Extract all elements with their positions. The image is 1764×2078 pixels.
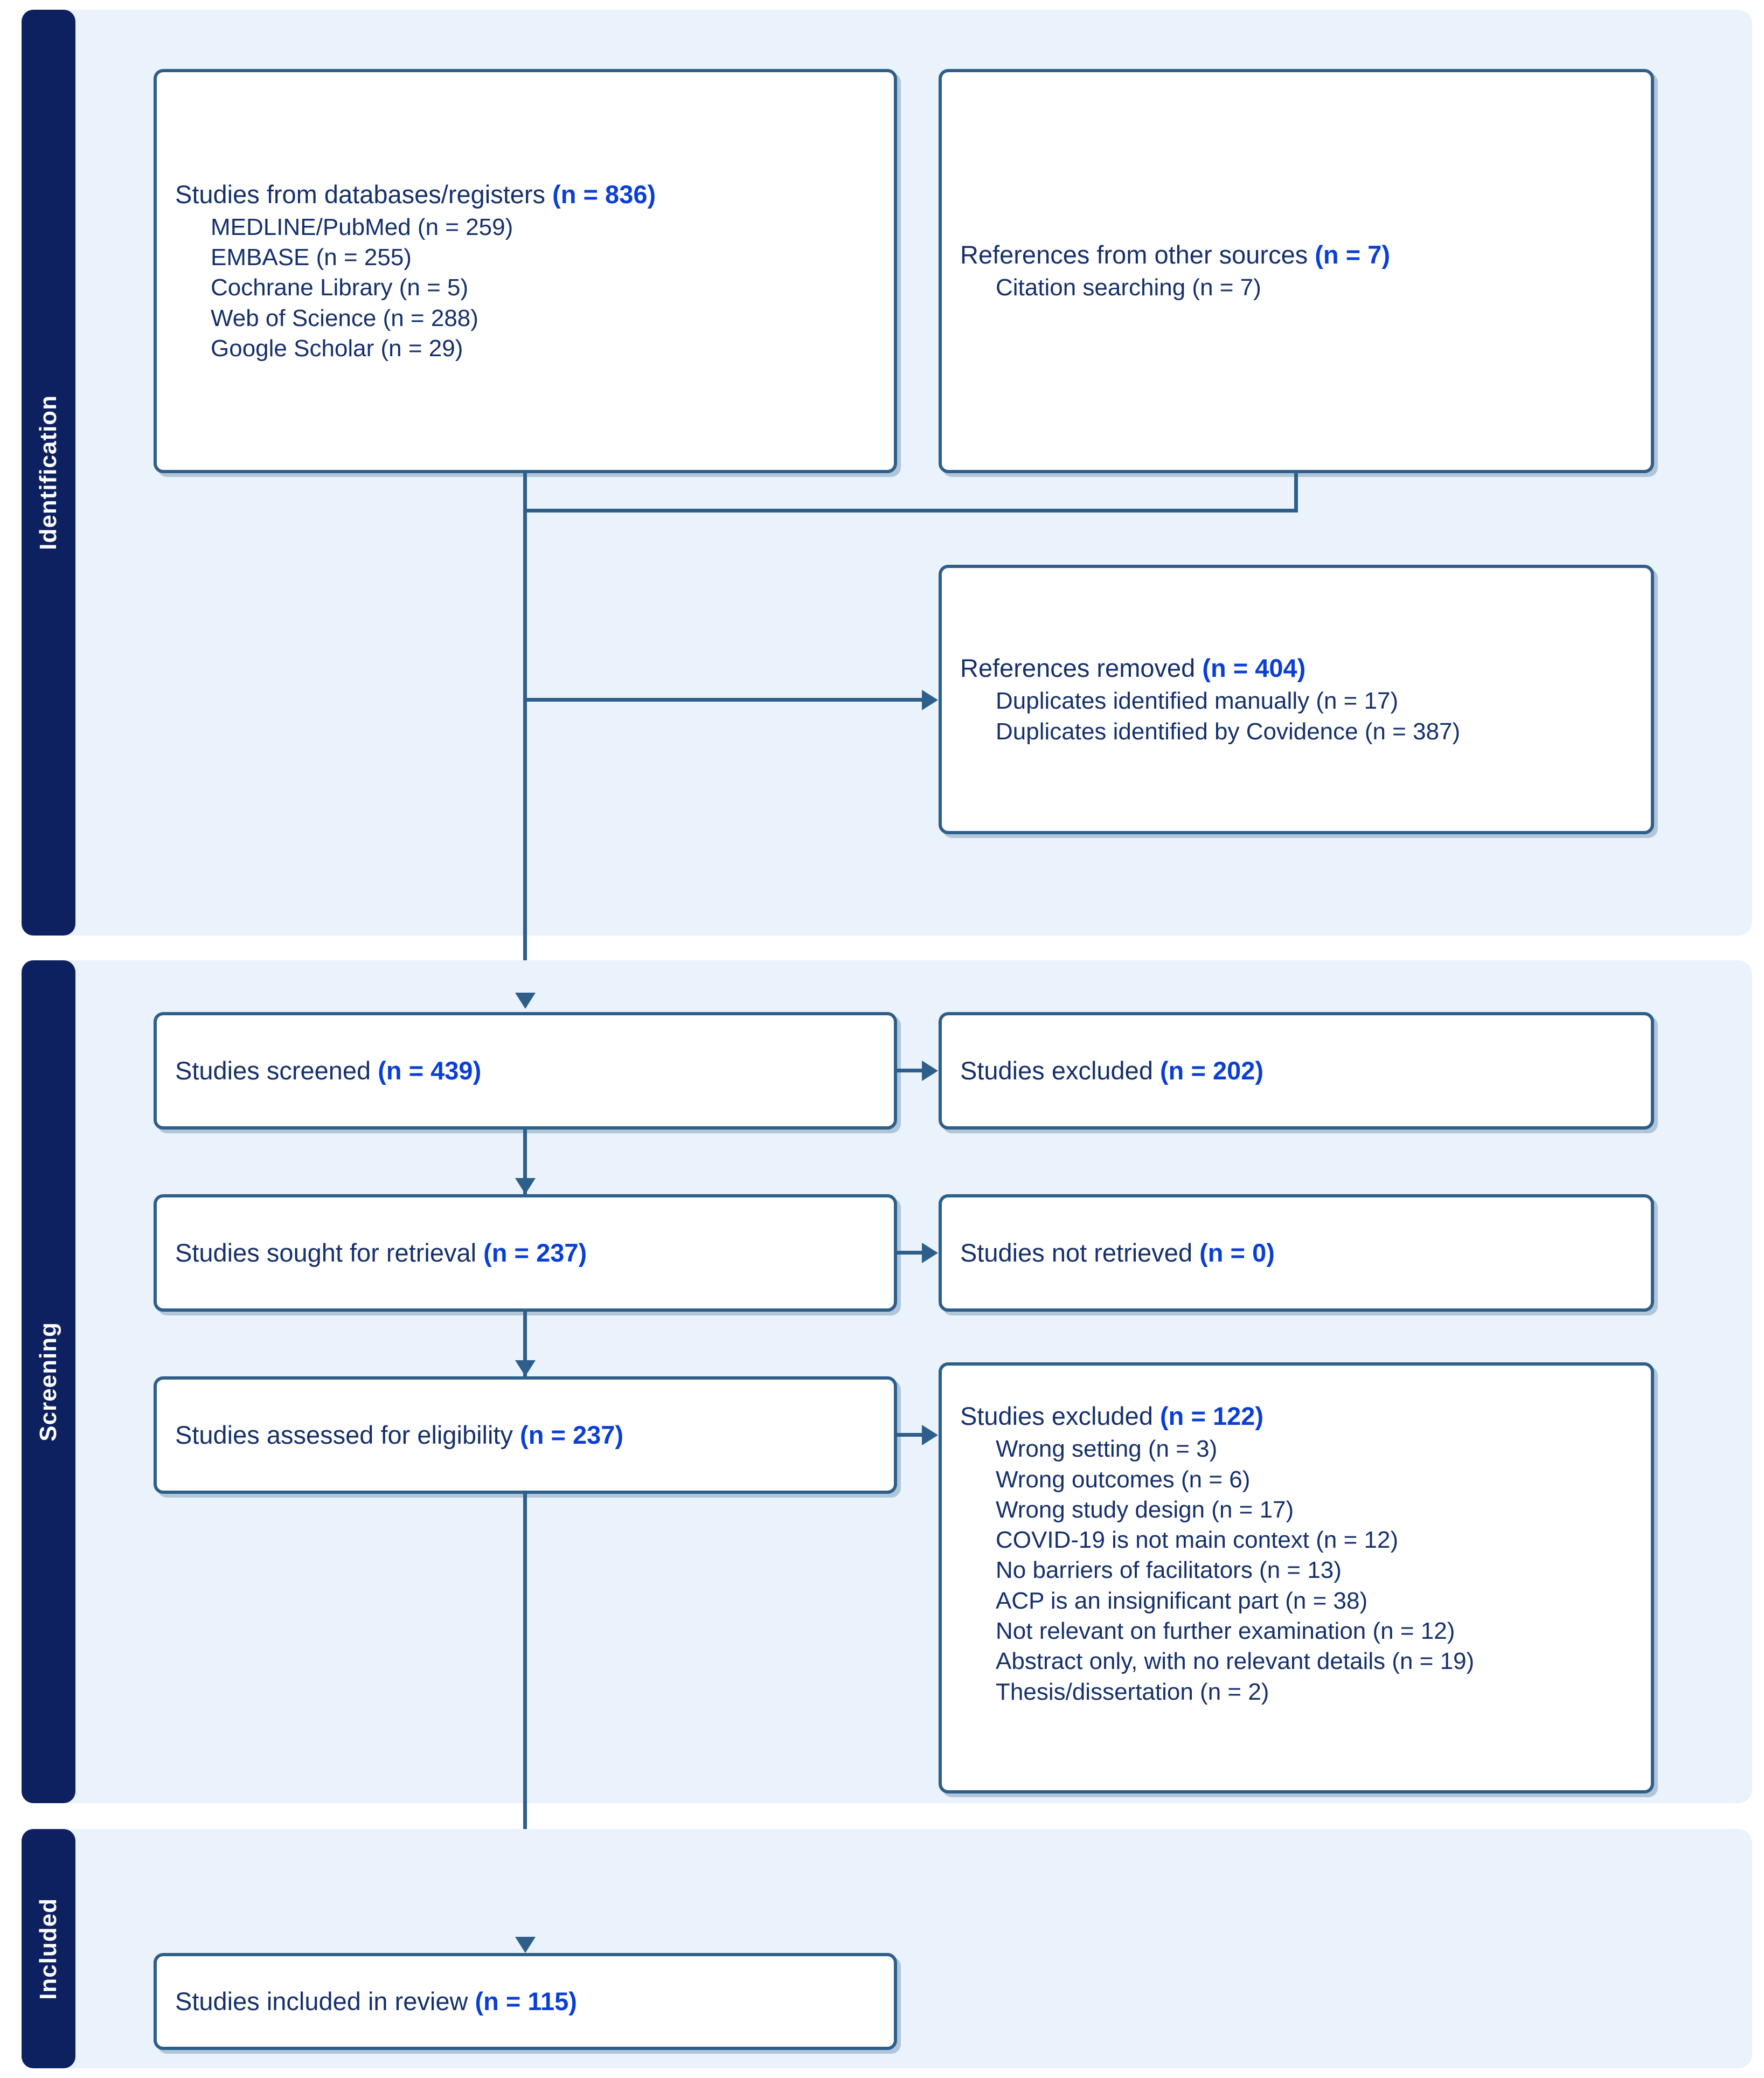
list-item: ACP is an insignificant part (n = 38) xyxy=(996,1587,1368,1614)
list-item: Google Scholar (n = 29) xyxy=(211,335,463,362)
connector-databases-down xyxy=(523,473,527,509)
list-item: No barriers of facilitators (n = 13) xyxy=(996,1557,1342,1584)
node-studies-screened[interactable]: Studies screened (n = 439) xyxy=(154,1012,897,1130)
arrowhead-screened-to-excluded-icon xyxy=(922,1061,938,1081)
list-item: Wrong setting (n = 3) xyxy=(996,1436,1218,1463)
node-studies-sought-count: (n = 237) xyxy=(483,1238,587,1267)
node-studies-excluded-eligibility-count: (n = 122) xyxy=(1160,1402,1264,1430)
node-studies-included-title: Studies included in review (n = 115) xyxy=(175,1985,876,2017)
arrowhead-to-screened-icon xyxy=(515,993,536,1009)
node-other-sources-count: (n = 7) xyxy=(1315,240,1390,269)
node-studies-assessed-count: (n = 237) xyxy=(520,1421,624,1450)
list-item: Thesis/dissertation (n = 2) xyxy=(996,1678,1269,1705)
connector-screened-to-sought xyxy=(523,1130,527,1194)
connector-other-sources-down xyxy=(1294,473,1298,509)
arrowhead-assessed-to-excluded-icon xyxy=(922,1425,938,1445)
phase-label-included: Included xyxy=(35,1897,61,2000)
phase-label-identification: Identification xyxy=(35,395,61,550)
phase-sidebar-screening: Screening xyxy=(22,960,75,1803)
node-references-removed-sublist: Duplicates identified manually (n = 17) … xyxy=(960,686,1633,747)
connector-screened-to-excluded xyxy=(897,1069,924,1072)
node-other-sources-title-text: References from other sources xyxy=(960,240,1308,269)
list-item: Web of Science (n = 288) xyxy=(211,304,478,331)
node-studies-not-retrieved-title-text: Studies not retrieved xyxy=(960,1238,1193,1267)
node-references-removed-title: References removed (n = 404) xyxy=(960,652,1633,684)
node-studies-excluded-screening-title-text: Studies excluded xyxy=(960,1056,1153,1085)
node-studies-excluded-screening[interactable]: Studies excluded (n = 202) xyxy=(939,1012,1654,1130)
list-item: Duplicates identified manually (n = 17) xyxy=(996,688,1399,715)
node-studies-included[interactable]: Studies included in review (n = 115) xyxy=(154,1953,897,2050)
node-studies-excluded-eligibility-sublist: Wrong setting (n = 3) Wrong outcomes (n … xyxy=(960,1434,1633,1707)
node-studies-screened-count: (n = 439) xyxy=(378,1056,482,1085)
node-studies-screened-title: Studies screened (n = 439) xyxy=(175,1055,876,1086)
arrowhead-to-included-icon xyxy=(515,1937,536,1953)
node-studies-assessed[interactable]: Studies assessed for eligibility (n = 23… xyxy=(154,1376,897,1494)
node-studies-excluded-eligibility-title: Studies excluded (n = 122) xyxy=(960,1400,1633,1432)
node-other-sources[interactable]: References from other sources (n = 7) Ci… xyxy=(939,69,1654,473)
node-studies-screened-title-text: Studies screened xyxy=(175,1056,371,1085)
node-databases-title-text: Studies from databases/registers xyxy=(175,179,546,209)
list-item: Citation searching (n = 7) xyxy=(996,274,1261,301)
node-references-removed[interactable]: References removed (n = 404) Duplicates … xyxy=(939,565,1654,834)
node-databases-registers[interactable]: Studies from databases/registers (n = 83… xyxy=(154,69,897,473)
connector-assessed-to-included xyxy=(523,1494,527,1953)
node-studies-sought-title: Studies sought for retrieval (n = 237) xyxy=(175,1237,876,1269)
node-other-sources-sublist: Citation searching (n = 7) xyxy=(960,273,1633,303)
node-studies-excluded-screening-title: Studies excluded (n = 202) xyxy=(960,1055,1633,1086)
node-other-sources-title: References from other sources (n = 7) xyxy=(960,239,1633,271)
node-databases-sublist: MEDLINE/PubMed (n = 259) EMBASE (n = 255… xyxy=(175,212,876,364)
list-item: Cochrane Library (n = 5) xyxy=(211,274,469,301)
node-studies-assessed-title: Studies assessed for eligibility (n = 23… xyxy=(175,1419,876,1451)
node-studies-included-title-text: Studies included in review xyxy=(175,1987,468,2016)
arrowhead-sought-to-not-retrieved-icon xyxy=(922,1243,938,1263)
node-studies-sought-title-text: Studies sought for retrieval xyxy=(175,1238,477,1267)
arrowhead-to-assessed-icon xyxy=(515,1360,536,1376)
connector-merge-bar xyxy=(523,509,1298,512)
phase-sidebar-identification: Identification xyxy=(22,10,75,936)
list-item: Not relevant on further examination (n =… xyxy=(996,1618,1455,1645)
node-studies-sought[interactable]: Studies sought for retrieval (n = 237) xyxy=(154,1194,897,1312)
node-databases-title: Studies from databases/registers (n = 83… xyxy=(175,178,876,210)
list-item: EMBASE (n = 255) xyxy=(211,244,412,271)
node-studies-not-retrieved-count: (n = 0) xyxy=(1199,1238,1275,1267)
arrowhead-to-removed-icon xyxy=(922,690,938,710)
node-studies-not-retrieved-title: Studies not retrieved (n = 0) xyxy=(960,1237,1633,1269)
phase-sidebar-included: Included xyxy=(22,1829,75,2068)
connector-sought-to-not-retrieved xyxy=(897,1251,924,1255)
connector-to-removed xyxy=(523,698,922,702)
node-studies-not-retrieved[interactable]: Studies not retrieved (n = 0) xyxy=(939,1194,1654,1312)
list-item: COVID-19 is not main context (n = 12) xyxy=(996,1527,1399,1554)
list-item: Wrong outcomes (n = 6) xyxy=(996,1466,1251,1493)
list-item: Wrong study design (n = 17) xyxy=(996,1496,1294,1523)
connector-main-spine-identification xyxy=(523,509,527,992)
phase-label-screening: Screening xyxy=(35,1322,61,1442)
node-references-removed-count: (n = 404) xyxy=(1202,654,1306,683)
node-studies-assessed-title-text: Studies assessed for eligibility xyxy=(175,1421,513,1450)
connector-sought-to-assessed xyxy=(523,1312,527,1376)
node-studies-excluded-screening-count: (n = 202) xyxy=(1160,1056,1264,1085)
list-item: Abstract only, with no relevant details … xyxy=(996,1648,1475,1675)
list-item: MEDLINE/PubMed (n = 259) xyxy=(211,213,513,240)
node-studies-excluded-eligibility[interactable]: Studies excluded (n = 122) Wrong setting… xyxy=(939,1362,1654,1793)
node-studies-included-count: (n = 115) xyxy=(475,1987,577,2016)
list-item: Duplicates identified by Covidence (n = … xyxy=(996,718,1461,745)
arrowhead-to-sought-icon xyxy=(515,1178,536,1194)
connector-assessed-to-excluded xyxy=(897,1433,924,1437)
node-references-removed-title-text: References removed xyxy=(960,654,1196,683)
node-studies-excluded-eligibility-title-text: Studies excluded xyxy=(960,1402,1153,1430)
node-databases-count: (n = 836) xyxy=(552,179,656,209)
